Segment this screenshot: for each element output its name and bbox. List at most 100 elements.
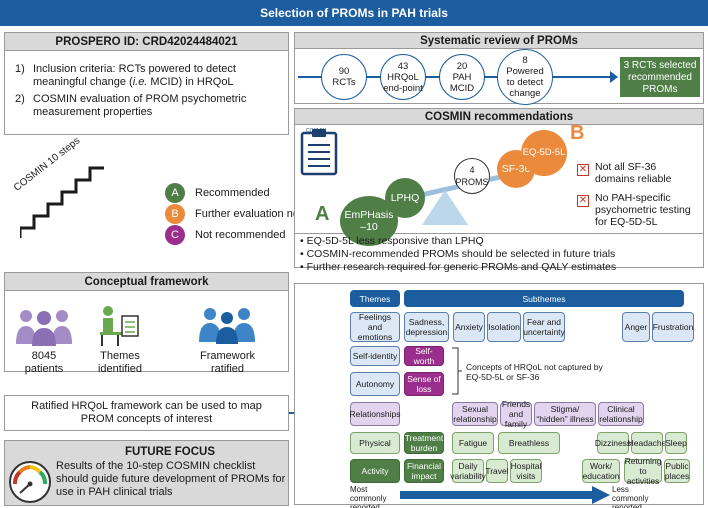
future-panel	[4, 440, 289, 506]
flow-node-mcid-label: PAH MCID	[449, 71, 475, 94]
framework-line2: ratified	[210, 363, 245, 375]
themes-header: Themes	[350, 290, 400, 307]
systematic-header: Systematic review of PROMs	[295, 33, 703, 49]
flow-node-hrqol-count: 43	[397, 60, 409, 72]
flow-node-rcts-count: 90	[338, 66, 350, 77]
flow-node-powered-label: Powered	[506, 66, 544, 77]
flow-node-powered-count: 8	[522, 55, 528, 66]
theme-autonomy: Autonomy	[350, 372, 400, 396]
frequency-arrow	[400, 486, 610, 504]
framework-callout-text: Ratified HRQoL framework can be used to …	[31, 400, 262, 425]
sub-travel: Travel	[485, 459, 509, 483]
framework-icon	[199, 308, 255, 344]
staircase-icon	[20, 166, 104, 238]
note-1-icon: ✕	[577, 164, 589, 176]
ball-eq5d: EQ-5D-5L	[521, 130, 567, 176]
sub-headache: Headache	[628, 432, 666, 454]
cosmin-divider	[295, 233, 703, 234]
note-2-icon: ✕	[577, 195, 589, 207]
sub-work: Work/ education	[582, 459, 620, 483]
not-captured-bracket	[452, 347, 462, 395]
gauge-icon	[9, 461, 51, 503]
flow-node-powered-label2: to detect change	[506, 77, 544, 99]
ball-lphq: LPHQ	[385, 178, 425, 218]
prospero-item-1-post: MCID) in HRQoL	[147, 76, 234, 88]
legend-a-text: Recommended	[195, 187, 270, 199]
subthemes-header: Subthemes	[404, 290, 684, 307]
framework-line1: Framework	[199, 350, 255, 362]
patients-label: patients	[24, 363, 64, 375]
theme-feelings: Feelings and emotions	[350, 312, 400, 342]
flow-result-box: 3 RCTs selected recommended PROMs	[620, 57, 700, 97]
prospero-item-2: 2) COSMIN evaluation of PROM psychometri…	[15, 93, 283, 119]
not-captured-text: Concepts of HRQoL not captured by EQ-5D-…	[466, 362, 603, 382]
page-banner: Selection of PROMs in PAH trials	[0, 0, 708, 26]
sub-anger: Anger	[622, 312, 650, 342]
sub-public: Public places	[664, 459, 690, 483]
sub-friends: Friends and family	[500, 399, 532, 429]
flow-node-hrqol-label2: end-point	[383, 82, 423, 94]
sub-fatigue: Fatigue	[452, 432, 494, 454]
themes-icon	[100, 306, 139, 346]
prospero-item-1: 1) Inclusion criteria: RCTs powered to d…	[15, 63, 283, 89]
label-b: B	[570, 122, 585, 144]
sub-selfworth: Self-worth	[404, 346, 444, 366]
cosmin-bullet-2: • COSMIN-recommended PROMs should be sel…	[300, 248, 616, 260]
sub-fear: Fear and uncertainty	[523, 312, 565, 342]
note-1-text: Not all SF-36 domains reliable	[595, 161, 672, 185]
sub-sadness: Sadness, depression	[404, 312, 449, 342]
sub-sexual: Sexual relationship	[452, 402, 498, 426]
fulcrum-count: 4	[469, 165, 475, 175]
sub-anxiety: Anxiety	[453, 312, 485, 342]
conceptual-header: Conceptual framework	[5, 273, 288, 291]
flow-node-mcid-count: 20	[456, 60, 468, 72]
fulcrum-label: PROMS	[455, 177, 489, 187]
theme-physical: Physical	[350, 432, 400, 454]
framework-callout: Ratified HRQoL framework can be used to …	[4, 395, 289, 431]
legend-b-dot: B	[165, 204, 185, 224]
themes-line2: identified	[97, 363, 143, 375]
sub-stigma: Stigma/ “hidden” illness	[534, 402, 596, 426]
conceptual-panel: Conceptual framework	[4, 272, 289, 372]
prospero-item-1-text: Inclusion criteria: RCTs powered to dete…	[33, 63, 283, 89]
prospero-header: PROSPERO ID: CRD42024484021	[5, 33, 288, 51]
sub-dizziness: Dizziness	[595, 432, 631, 454]
themes-line1: Themes	[100, 350, 140, 362]
note-2-text: No PAH-specific psychometric testing for…	[595, 192, 691, 228]
sub-returning: Returning to activities	[624, 456, 662, 486]
clipboard-label: COSMIN	[306, 128, 326, 134]
legend-c-text: Not recommended	[195, 229, 286, 241]
sub-hospital: Hospital visits	[510, 459, 542, 483]
legend-b-text: Further evaluation needed	[195, 208, 324, 220]
legend-c-dot: C	[165, 225, 185, 245]
prospero-item-1-pre: Inclusion criteria: RCTs powered to dete…	[33, 63, 236, 88]
theme-relationships: Relationships	[349, 402, 401, 426]
prospero-item-2-num: 2)	[15, 93, 25, 105]
flow-node-rcts-label: RCTs	[332, 77, 356, 88]
cosmin-header: COSMIN recommendations	[295, 109, 703, 125]
theme-selfidentity: Self-identity	[350, 346, 400, 366]
sub-frustration: Frustration	[652, 312, 694, 342]
sub-treatment: Treatment burden	[404, 432, 444, 454]
clipboard-icon	[300, 129, 338, 176]
prospero-item-2-text: COSMIN evaluation of PROM psychometric m…	[33, 93, 247, 118]
less-common-label: Less commonly reported	[612, 485, 649, 508]
sub-breathless: Breathless	[498, 432, 560, 454]
flow-node-hrqol-label: HRQoL	[387, 71, 419, 83]
cosmin-bullet-3: • Further research required for generic …	[300, 261, 617, 273]
most-common-label: Most commonly reported	[350, 485, 387, 508]
legend-a-dot: A	[165, 183, 185, 203]
patients-icon	[16, 310, 72, 346]
future-text: Results of the 10-step COSMIN checklist …	[56, 460, 286, 498]
sub-senseofloss: Sense of loss	[404, 372, 444, 396]
prospero-panel: PROSPERO ID: CRD42024484021 1) Inclusion…	[4, 32, 289, 135]
cosmin-bullets: • EQ-5D-5L less responsive than LPHQ • C…	[300, 235, 700, 274]
